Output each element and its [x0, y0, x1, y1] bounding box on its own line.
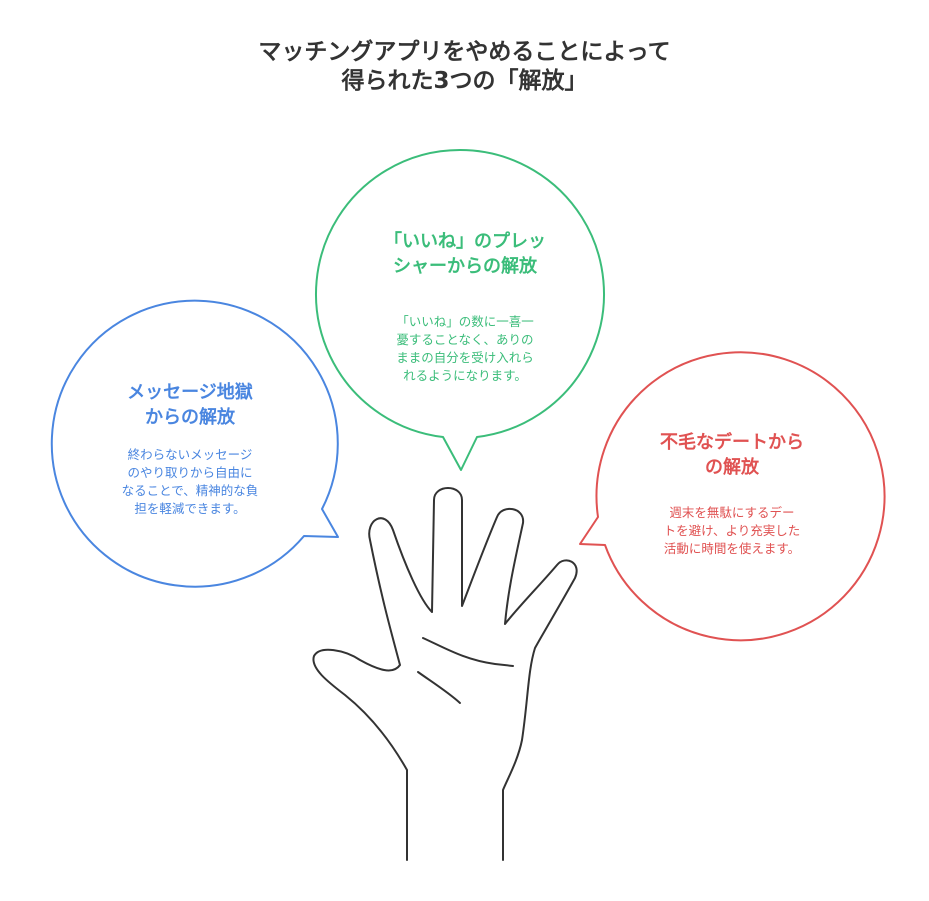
bubble-content-left: メッセージ地獄 からの解放 終わらないメッセージ のやり取りから自由に なること…: [90, 380, 290, 518]
speech-bubble-center: [315, 149, 605, 471]
bubble-heading-left: メッセージ地獄 からの解放: [90, 380, 290, 430]
bubble-description-center: 「いいね」の数に一喜一 憂することなく、ありの ままの自分を受け入れら れるよう…: [365, 313, 565, 385]
description-line: 終わらないメッセージ: [127, 447, 253, 462]
description-line: 憂することなく、ありの: [396, 332, 534, 347]
open-hand-icon: [312, 487, 578, 861]
heading-line: メッセージ地獄: [127, 382, 253, 403]
description-line: 「いいね」の数に一喜一: [396, 314, 534, 329]
bubble-content-center: 「いいね」のプレッ シャーからの解放 「いいね」の数に一喜一 憂することなく、あ…: [365, 229, 565, 385]
bubble-heading-right: 不毛なデートから の解放: [632, 430, 832, 480]
description-line: トを避け、より充実した: [663, 523, 801, 538]
heading-line: 不毛なデートから: [660, 432, 804, 453]
bubble-content-right: 不毛なデートから の解放 週末を無駄にするデー トを避け、より充実した 活動に時…: [632, 430, 832, 558]
heading-line: シャーからの解放: [393, 256, 537, 277]
description-line: 活動に時間を使えます。: [663, 541, 801, 556]
title-line-2: 得られた3つの「解放」: [341, 68, 588, 94]
description-line: 担を軽減できます。: [134, 501, 246, 516]
palm-line-head: [417, 671, 461, 704]
speech-bubble-right: [579, 351, 886, 642]
heading-line: からの解放: [145, 407, 235, 428]
description-line: のやり取りから自由に: [127, 465, 253, 480]
title-line-1: マッチングアプリをやめることによって: [258, 39, 671, 65]
heading-line: の解放: [705, 457, 759, 478]
speech-bubble-left: [50, 299, 339, 588]
bubble-description-right: 週末を無駄にするデー トを避け、より充実した 活動に時間を使えます。: [632, 504, 832, 558]
description-line: 週末を無駄にするデー: [669, 505, 795, 520]
description-line: ままの自分を受け入れら: [396, 350, 534, 365]
heading-line: 「いいね」のプレッ: [384, 231, 546, 252]
bubble-description-left: 終わらないメッセージ のやり取りから自由に なることで、精神的な負 担を軽減でき…: [90, 446, 290, 518]
page-title: マッチングアプリをやめることによって 得られた3つの「解放」: [0, 38, 929, 96]
hand-outline: [312, 487, 578, 861]
bubble-heading-center: 「いいね」のプレッ シャーからの解放: [365, 229, 565, 279]
description-line: れるようになります。: [403, 368, 527, 383]
palm-line-heart: [422, 637, 514, 667]
description-line: なることで、精神的な負: [121, 483, 259, 498]
